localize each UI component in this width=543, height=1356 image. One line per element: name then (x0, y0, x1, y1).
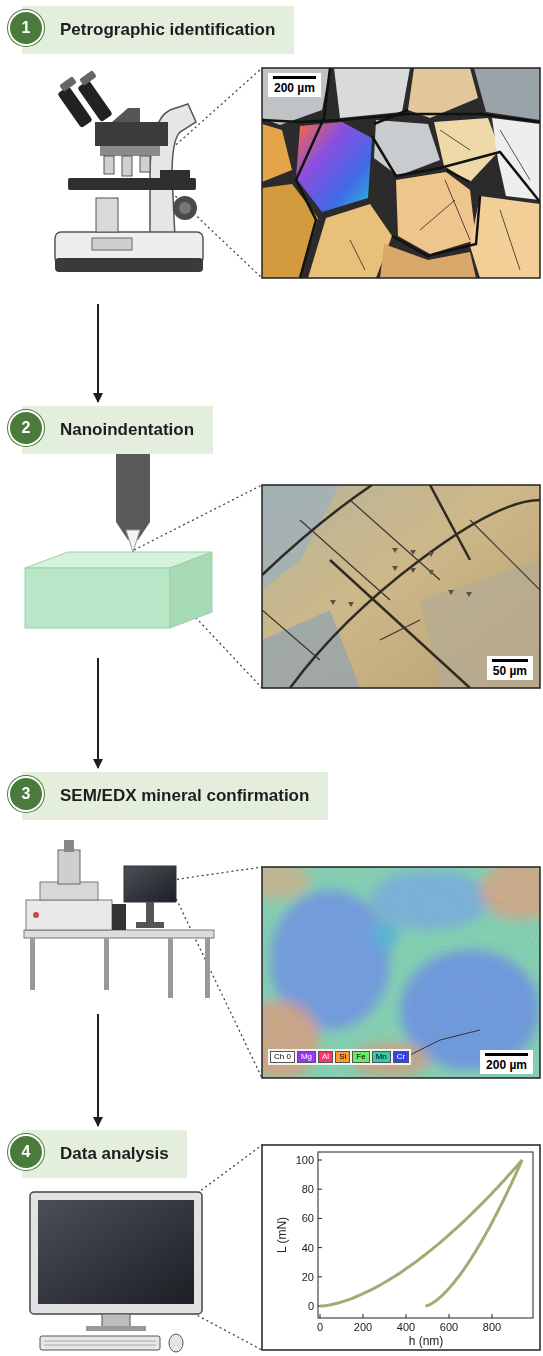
tick-label: 0 (308, 1300, 314, 1312)
flow-arrow (97, 304, 99, 402)
legend-swatch: Mn (372, 1051, 391, 1063)
legend-text: Al (322, 1052, 329, 1061)
step-number-circle: 4 (10, 1136, 42, 1168)
legend-swatch: Ch 0 (270, 1051, 295, 1063)
tick-label: 100 (296, 1154, 314, 1166)
tick-label: 0 (317, 1321, 323, 1333)
legend-swatch: Al (318, 1051, 333, 1063)
flow-arrow (97, 1014, 99, 1126)
step-band: Nanoindentation (22, 406, 213, 454)
legend-text: Mg (301, 1052, 312, 1061)
tick-label: 20 (302, 1271, 314, 1283)
step-band: SEM/EDX mineral confirmation (22, 772, 328, 820)
scale-bar-label: 200 µm (480, 1050, 533, 1074)
microscope-icon (55, 70, 203, 272)
edx-map (262, 867, 540, 1078)
scale-bar-label: 200 µm (268, 73, 321, 97)
step-number: 2 (22, 419, 31, 436)
tick-label: 400 (397, 1321, 415, 1333)
tick-label: 40 (302, 1242, 314, 1254)
step-heading: Nanoindentation (60, 406, 194, 454)
legend-swatch: Mg (297, 1051, 316, 1063)
step-heading: SEM/EDX mineral confirmation (60, 772, 309, 820)
legend-text: Ch 0 (274, 1052, 291, 1061)
legend-text: Cr (397, 1052, 405, 1061)
step-heading: Petrographic identification (60, 6, 275, 54)
tick-label: 800 (483, 1321, 501, 1333)
axis-title: h (nm) (409, 1334, 444, 1348)
legend-text: Mn (376, 1052, 387, 1061)
edx-legend: Ch 0 Mg Al Si Fe Mn Cr (268, 1049, 411, 1065)
legend-text: Fe (356, 1052, 365, 1061)
indent-micrograph (262, 485, 540, 688)
legend-swatch: Si (335, 1051, 350, 1063)
indenter-icon (25, 448, 212, 628)
step-number: 1 (22, 19, 31, 36)
tick-label: 60 (302, 1212, 314, 1224)
step-group: Petrographic identification 1 (8, 6, 313, 302)
tick-label: 80 (302, 1183, 314, 1195)
legend-text: Si (339, 1052, 346, 1061)
step-number-circle: 2 (10, 412, 42, 444)
step-group: Nanoindentation 2 (8, 406, 308, 656)
axis-title: L (mN) (275, 1217, 289, 1253)
tick-label: 600 (440, 1321, 458, 1333)
step-heading: Data analysis (60, 1130, 169, 1178)
step-group: SEM/EDX mineral confirmation 3 (8, 772, 358, 1012)
step-band: Data analysis (22, 1130, 187, 1178)
legend-swatch: Fe (352, 1051, 369, 1063)
legend-swatch: Cr (393, 1051, 409, 1063)
micrograph (262, 68, 540, 278)
load-displacement-plot (262, 1145, 540, 1350)
step-group: Data analysis 4 (8, 1130, 308, 1352)
scale-bar-label: 50 µm (487, 656, 533, 680)
step-number: 3 (22, 785, 31, 802)
step-number-circle: 1 (10, 12, 42, 44)
computer-icon (30, 1192, 202, 1352)
step-number-circle: 3 (10, 778, 42, 810)
flow-arrow (97, 658, 99, 768)
step-number: 4 (22, 1143, 31, 1160)
tick-label: 200 (354, 1321, 372, 1333)
step-band: Petrographic identification (22, 6, 294, 54)
sem-icon (24, 840, 214, 998)
